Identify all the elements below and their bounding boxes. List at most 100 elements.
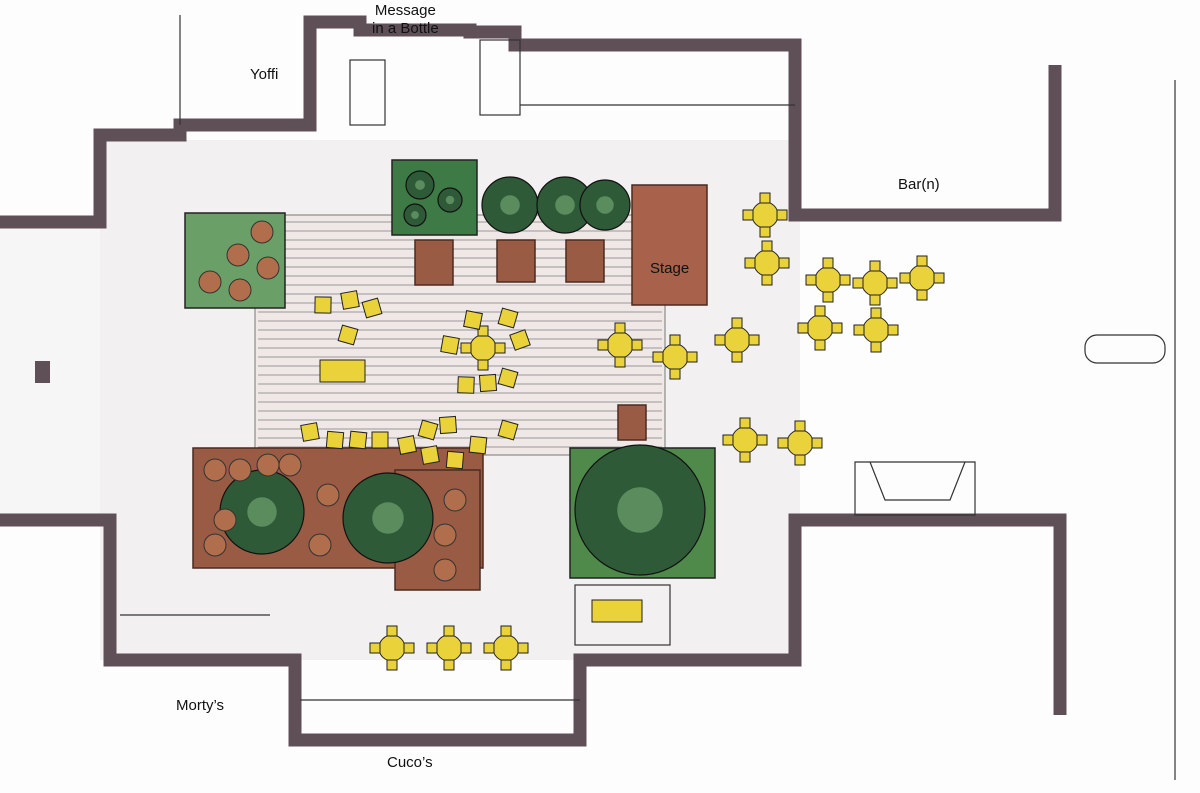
deck-chair-icon — [226, 243, 250, 267]
chair-icon — [814, 305, 826, 317]
chair-icon — [509, 329, 531, 351]
deck-chair-icon — [250, 220, 274, 244]
label-barn: Bar(n) — [898, 176, 940, 193]
tree-center — [555, 195, 575, 215]
chair-icon — [478, 373, 498, 393]
chair-icon — [805, 274, 817, 286]
chair-icon — [686, 351, 698, 363]
long-table-icon — [591, 599, 643, 623]
chair-icon — [445, 450, 465, 470]
label-cucos: Cuco’s — [387, 754, 433, 771]
table-icon — [862, 316, 890, 344]
chair-icon — [759, 192, 771, 204]
chair-icon — [397, 435, 417, 455]
chair-icon — [614, 322, 626, 334]
chair-icon — [460, 642, 472, 654]
table-icon — [786, 429, 814, 457]
chair-icon — [463, 310, 483, 330]
chair-icon — [340, 290, 360, 310]
chair-icon — [477, 359, 489, 371]
tree-center — [415, 180, 425, 190]
chair-icon — [739, 451, 751, 463]
chair-icon — [426, 642, 438, 654]
chair-icon — [831, 322, 843, 334]
table-icon — [435, 634, 463, 662]
chair-icon — [887, 324, 899, 336]
chair-icon — [348, 430, 368, 450]
chair-icon — [822, 257, 834, 269]
chair-icon — [443, 659, 455, 671]
table-icon — [753, 249, 781, 277]
deck-chair-icon — [278, 453, 302, 477]
tree-center — [372, 502, 404, 534]
chair-icon — [420, 445, 440, 465]
chair-icon — [794, 454, 806, 466]
deck-chair-icon — [256, 256, 280, 280]
chair-icon — [870, 307, 882, 319]
chair-icon — [497, 367, 519, 389]
deck-seating — [198, 220, 467, 582]
chair-icon — [440, 335, 460, 355]
chair-icon — [500, 659, 512, 671]
tree-center — [596, 196, 614, 214]
table-icon — [861, 269, 889, 297]
chair-icon — [457, 376, 475, 394]
chair-icon — [916, 289, 928, 301]
chair-icon — [886, 277, 898, 289]
deck-chair-icon — [203, 533, 227, 557]
chair-icon — [403, 642, 415, 654]
chair-icon — [739, 417, 751, 429]
chair-icon — [722, 434, 734, 446]
table-icon — [492, 634, 520, 662]
chair-icon — [797, 322, 809, 334]
tree-center — [617, 487, 663, 533]
chair-icon — [714, 334, 726, 346]
chair-icon — [731, 351, 743, 363]
deck-chair-icon — [213, 508, 237, 532]
table-icon — [751, 201, 779, 229]
chair-icon — [870, 341, 882, 353]
chair-icon — [614, 356, 626, 368]
chair-icon — [839, 274, 851, 286]
chair-icon — [337, 324, 359, 346]
deck-chair-icon — [316, 483, 340, 507]
table-icon — [378, 634, 406, 662]
chair-icon — [761, 240, 773, 252]
chair-icon — [597, 339, 609, 351]
chair-icon — [748, 334, 760, 346]
chair-icon — [460, 342, 472, 354]
tree-center — [247, 497, 277, 527]
label-mortys: Morty’s — [176, 697, 225, 714]
tree-center — [445, 195, 455, 205]
chair-icon — [438, 415, 458, 435]
chair-icon — [742, 209, 754, 221]
bench-icon — [319, 359, 366, 383]
chair-icon — [811, 437, 823, 449]
chair-icon — [852, 277, 864, 289]
label-line-2: in a Bottle — [372, 20, 439, 37]
deck-chair-icon — [433, 523, 457, 547]
trees — [219, 170, 706, 576]
chair-icon — [916, 255, 928, 267]
table-icon — [814, 266, 842, 294]
label-stage: Stage — [650, 260, 690, 277]
deck-chair-icon — [433, 558, 457, 582]
chair-icon — [669, 368, 681, 380]
chair-icon — [300, 422, 320, 442]
chair-icon — [869, 294, 881, 306]
chair-icon — [325, 430, 345, 450]
table-icon — [806, 314, 834, 342]
chair-icon — [822, 291, 834, 303]
chair-icon — [933, 272, 945, 284]
chair-icon — [371, 431, 389, 449]
label-yoffi: Yoffi — [250, 66, 279, 83]
chair-icon — [853, 324, 865, 336]
table-icon — [469, 334, 497, 362]
chair-icon — [669, 334, 681, 346]
deck-chair-icon — [228, 458, 252, 482]
tree-center — [500, 195, 520, 215]
chair-icon — [756, 434, 768, 446]
chair-icon — [631, 339, 643, 351]
chair-icon — [369, 642, 381, 654]
chair-icon — [314, 296, 332, 314]
